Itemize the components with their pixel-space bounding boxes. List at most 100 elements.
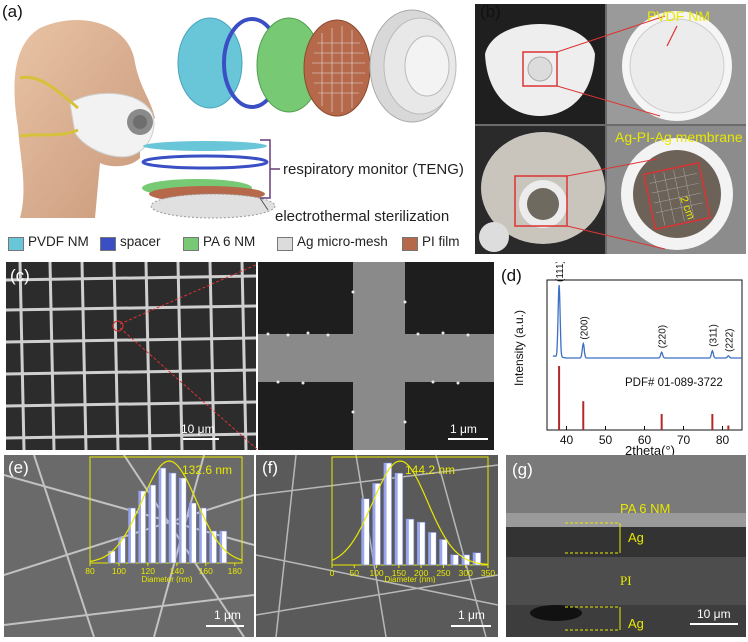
xrd-frame: [546, 279, 743, 431]
scale-label-c-right: 1 μm: [450, 422, 477, 436]
xrd-xtick-label: 50: [599, 433, 613, 447]
xrd-reference-lines: [558, 366, 730, 430]
histogram-e-title: 132.6 nm: [182, 463, 232, 477]
histogram-xtick-label: 350: [481, 568, 495, 578]
mesh-cross-drawing: [258, 262, 494, 450]
mask-inside-photo: [475, 126, 605, 254]
mask-inside-drawing: [479, 132, 605, 252]
legend-label-pvdf: PVDF NM: [28, 234, 89, 249]
histogram-xtick-label: 50: [350, 568, 360, 578]
histogram-bar: [107, 550, 116, 564]
legend-label-ag: Ag micro-mesh: [297, 234, 388, 249]
histogram-bar: [405, 518, 415, 566]
xrd-peak-label: (222): [724, 328, 735, 351]
layer-markers-g: [565, 522, 621, 631]
legend-label-spacer: spacer: [120, 234, 161, 249]
cross-section-drawing: [506, 455, 746, 637]
histogram-bar: [439, 539, 448, 566]
exploded-layer-stack: [177, 9, 457, 123]
panel-label-d: (d): [501, 266, 522, 285]
histogram-e-fit-curve: [89, 460, 243, 562]
sem-cross-section: [506, 455, 746, 637]
panel-label-g: (g): [512, 460, 533, 479]
xrd-xlabel: 2theta(°): [625, 443, 675, 458]
scale-label-e: 1 μm: [214, 608, 241, 622]
histogram-xtick-label: 100: [112, 566, 126, 576]
xrd-series: (111)(200)(220)(311)(222): [552, 262, 742, 359]
histogram-bar: [372, 483, 381, 566]
panel-b-photos: PVDF NM Ag-PI-Ag membrane 2 cm: [475, 4, 746, 254]
sem-mesh-low-mag: [5, 261, 257, 451]
histogram-bar: [472, 552, 482, 566]
panel-label-b: (b): [480, 2, 501, 21]
label-ag-pi-ag-membrane: Ag-PI-Ag membrane: [615, 129, 743, 145]
xrd-xtick-label: 80: [716, 433, 730, 447]
zoom-lines-c: [119, 263, 258, 451]
fiber-drawing-f: [255, 454, 499, 638]
histogram-xtick-label: 160: [199, 566, 213, 576]
legend-label-pi: PI film: [422, 234, 460, 249]
histogram-bar: [148, 484, 157, 564]
panel-label-f: (f): [262, 458, 279, 477]
histogram-bar: [394, 472, 404, 566]
bracket-lines: [259, 139, 280, 211]
assembled-layer-stack: [141, 141, 276, 219]
label-respiratory-monitor: respiratory monitor (TENG): [283, 161, 464, 178]
histogram-bar: [209, 530, 217, 564]
histogram-bar: [416, 521, 426, 566]
histogram-f-fit-curve: [331, 460, 489, 565]
histogram-bar: [383, 462, 392, 566]
xrd-peak-label: (311): [708, 324, 719, 347]
panel-label-a: (a): [2, 2, 23, 21]
histogram-bar: [168, 472, 177, 564]
histogram-xtick-label: 120: [141, 566, 155, 576]
membrane-zoom-photo: [607, 126, 746, 254]
histogram-xtick-label: 200: [414, 568, 428, 578]
histogram-xtick-label: 0: [330, 568, 335, 578]
xrd-pattern-line: [552, 284, 742, 359]
scale-label-g: 10 μm: [697, 607, 731, 621]
scale-bar-c-right: [448, 438, 488, 440]
histogram-xtick-label: 250: [436, 568, 450, 578]
histogram-xtick-label: 150: [392, 568, 406, 578]
histogram-f-title: 144.2 nm: [405, 463, 455, 477]
histogram-bar: [428, 532, 437, 566]
label-electrothermal: electrothermal sterilization: [275, 208, 450, 225]
scale-bar-c-left: [183, 438, 219, 440]
histogram-bar: [219, 530, 228, 564]
histogram-bar: [118, 537, 126, 564]
xrd-xtick-label: 60: [638, 433, 652, 447]
legend-swatch-pa6: [183, 237, 199, 251]
scale-label-f: 1 μm: [458, 608, 485, 622]
histogram-bar: [199, 507, 207, 564]
histogram-xtick-label: 100: [369, 568, 383, 578]
scale-bar-e: [206, 625, 244, 627]
histogram-bar: [188, 502, 197, 564]
histogram-e-bars: [107, 467, 228, 564]
mesh-grid-drawing: [5, 261, 257, 451]
histogram-xtick-label: 80: [85, 566, 95, 576]
scale-bar-g: [690, 623, 738, 625]
pvdf-disc-drawing: [622, 11, 732, 121]
panel-label-c: (c): [10, 266, 30, 285]
label-pi-g: PI: [620, 573, 632, 588]
histogram-bar: [361, 498, 370, 566]
xrd-xtick-label: 70: [677, 433, 691, 447]
histogram-bar: [178, 477, 187, 564]
histogram-bar: [158, 467, 167, 564]
zoom-connector-lines: [556, 15, 666, 250]
membrane-disc-drawing: [621, 138, 733, 250]
label-ag-top-g: Ag: [628, 530, 644, 545]
scale-label-c-left: 10 μm: [181, 422, 215, 436]
xrd-xtick-label: 40: [560, 433, 574, 447]
mask-front-photo: [475, 4, 605, 124]
legend-swatch-ag: [277, 237, 293, 251]
histogram-bar: [128, 507, 136, 564]
histogram-xtick-label: 180: [228, 566, 242, 576]
histogram-e-xlabel: Diameter (nm): [141, 575, 192, 583]
